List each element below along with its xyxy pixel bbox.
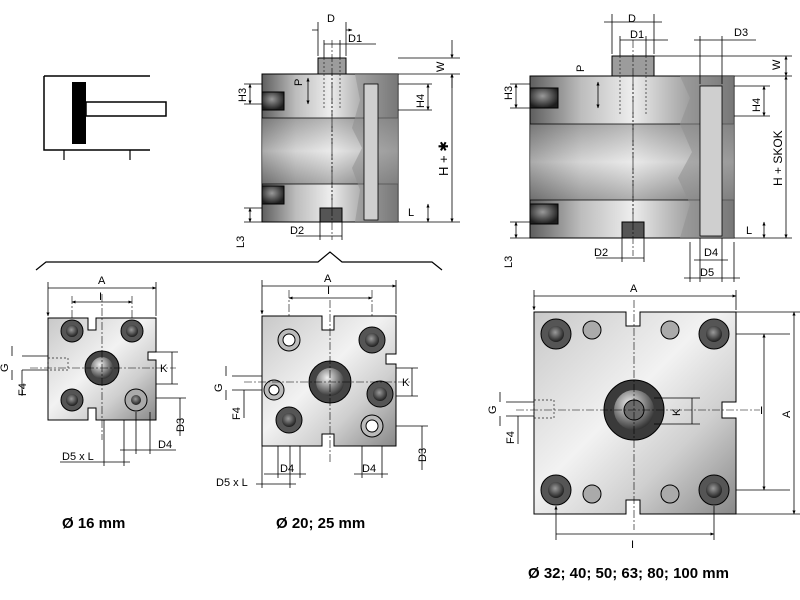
dim-A-top-large: A xyxy=(630,283,638,295)
dim-D2-small: D2 xyxy=(290,225,304,237)
group-brace xyxy=(35,251,443,271)
dim-K-large: K xyxy=(671,408,683,416)
dim-D3-16: D3 xyxy=(175,418,187,432)
dim-I-bottom-large: I xyxy=(631,539,634,551)
dim-H3-small: H3 xyxy=(237,88,249,102)
dim-K-16: K xyxy=(160,363,168,375)
dim-D5-large: D5 xyxy=(700,267,714,279)
dim-W-large: W xyxy=(771,59,783,70)
dim-D4-large: D4 xyxy=(704,247,718,259)
dim-D5xL-16: D5 x L xyxy=(62,451,94,463)
dim-H-star: H + ✱ xyxy=(436,141,451,176)
caption-16: Ø 16 mm xyxy=(62,515,125,532)
caption-20-25: Ø 20; 25 mm xyxy=(276,515,365,532)
dim-P-small: P xyxy=(293,79,305,86)
dim-I-16: I xyxy=(99,291,102,303)
dim-P-large: P xyxy=(575,65,587,72)
dim-L3-large: L3 xyxy=(503,256,515,268)
side-view-large: D D1 D3 P W H3 H4 H + SKOK L L3 D2 D4 D5 xyxy=(503,13,792,282)
dim-D-small: D xyxy=(327,13,335,25)
dim-D1-large: D1 xyxy=(630,29,644,41)
dim-I-side-large: I xyxy=(760,405,763,417)
dim-W-small: W xyxy=(435,61,447,72)
dim-F4-16: F4 xyxy=(17,383,29,396)
dim-F4-20: F4 xyxy=(231,407,243,420)
dim-D-large: D xyxy=(628,13,636,25)
caption-large: Ø 32; 40; 50; 63; 80; 100 mm xyxy=(528,565,729,582)
dim-L-large: L xyxy=(746,225,752,237)
dim-D1-small: D1 xyxy=(348,33,362,45)
dim-D4b-20: D4 xyxy=(362,463,376,475)
dim-F4-large: F4 xyxy=(505,431,517,444)
dim-D4-16: D4 xyxy=(158,439,172,451)
dim-H3-large: H3 xyxy=(503,86,515,100)
dim-I-20: I xyxy=(327,285,330,297)
dim-D4a-20: D4 xyxy=(280,463,294,475)
dim-K-20: K xyxy=(402,377,410,389)
dim-D3-20: D3 xyxy=(417,448,429,462)
dim-D3-large: D3 xyxy=(734,27,748,39)
dim-L3-small: L3 xyxy=(235,236,247,248)
dim-H4-large: H4 xyxy=(751,98,763,112)
front-view-large: A I A I K G F4 Ø 32; 40; 50; 63; 80; 100… xyxy=(487,283,800,582)
single-acting-cylinder-symbol xyxy=(43,75,167,160)
dim-A-side-large: A xyxy=(781,410,793,418)
dim-A-16: A xyxy=(98,275,106,287)
side-view-small: D D1 P W H3 H4 H + ✱ L L3 D2 xyxy=(235,13,460,248)
dim-G-16: G xyxy=(0,363,11,372)
dim-G-large: G xyxy=(487,405,499,414)
dim-D2-large: D2 xyxy=(594,247,608,259)
dim-L-small: L xyxy=(408,207,414,219)
dim-H-skok: H + SKOK xyxy=(771,130,785,186)
dim-H4-small: H4 xyxy=(415,94,427,108)
dim-D5xL-20: D5 x L xyxy=(216,477,248,489)
front-view-16: A I G F4 K D3 D4 D5 x L Ø 16 mm xyxy=(0,275,187,532)
dim-A-20: A xyxy=(324,273,332,285)
dim-G-20: G xyxy=(213,383,225,392)
front-view-20-25: A I G F4 K D3 D4 D4 D5 x L Ø 20; 25 mm xyxy=(213,273,429,532)
